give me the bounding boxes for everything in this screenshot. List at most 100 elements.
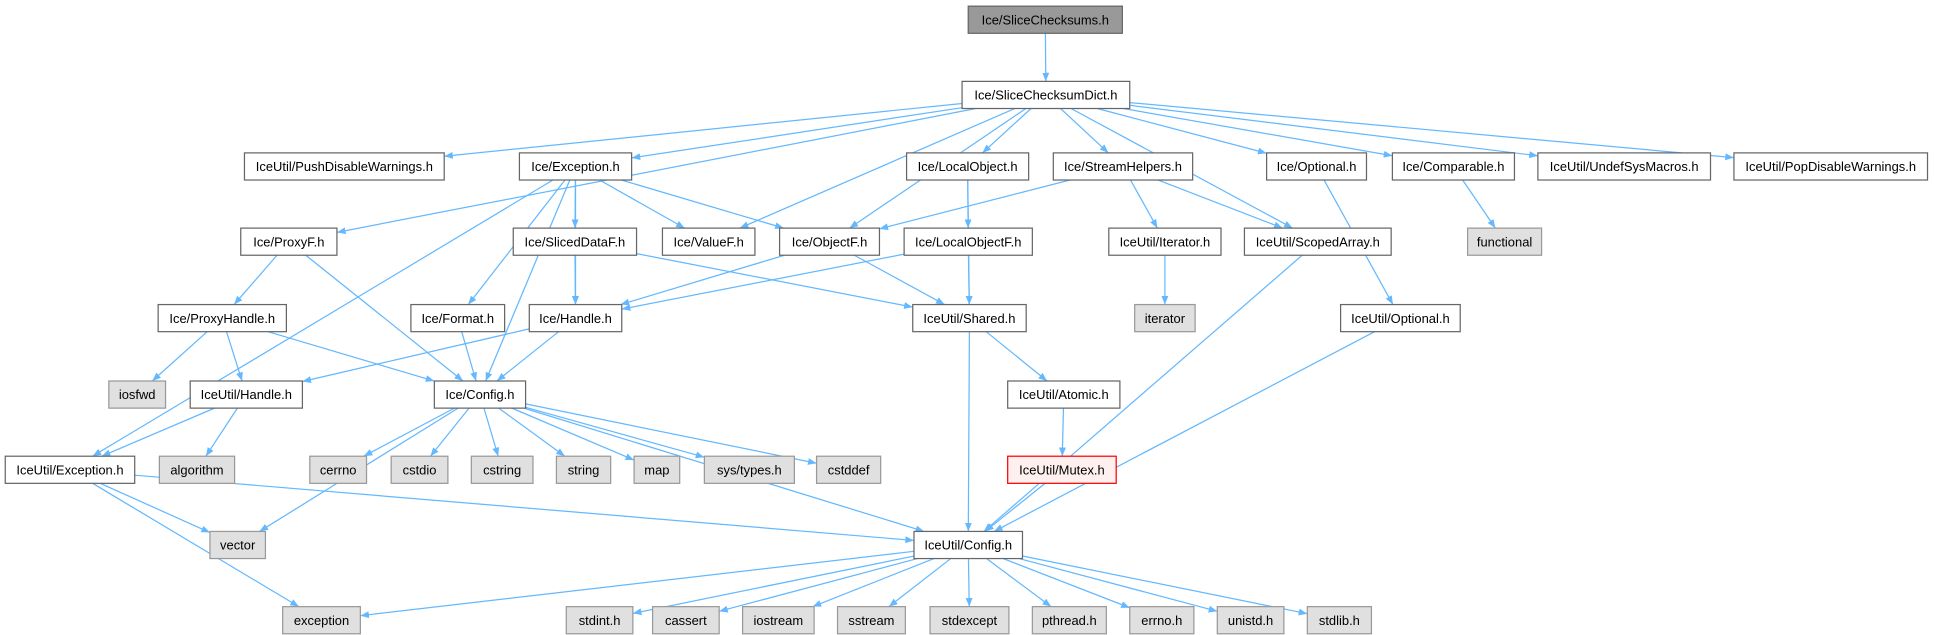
node-label: Ice/Exception.h [531,159,619,174]
node-functional: functional [1466,227,1543,256]
node-box [240,227,338,256]
edge-iuconfig-to-cassert [719,557,918,613]
node-label: IceUtil/Mutex.h [1019,462,1105,477]
node-vector: vector [209,530,267,560]
edge-proxyhandle-to-config [267,331,435,382]
node-box [1339,303,1461,333]
edge-scopedarray-to-iuconfig [983,254,1303,532]
node-label: Ice/LocalObjectF.h [915,234,1021,249]
node-pushdis[interactable]: IceUtil/PushDisableWarnings.h [243,152,445,181]
edge-config-to-systypes [525,406,705,459]
edge-iuconfig-to-iostream [812,557,935,608]
node-iuexception[interactable]: IceUtil/Exception.h [4,455,136,484]
node-checksums[interactable]: Ice/SliceChecksums.h [967,5,1123,34]
node-undefsys[interactable]: IceUtil/UndefSysMacros.h [1537,152,1712,181]
node-label: cstddef [828,462,870,477]
node-popdis[interactable]: IceUtil/PopDisableWarnings.h [1733,152,1929,181]
edges-layer [92,33,1734,619]
node-handle[interactable]: Ice/Handle.h [528,303,623,333]
edge-config-to-cerrno [363,407,455,457]
node-cstddef: cstddef [815,455,882,484]
edge-localobjectf-to-shared [965,255,973,305]
edge-localobjectf-to-handle [621,253,905,311]
node-exceptionstd: exception [282,606,361,635]
edge-handle-to-config [496,331,559,382]
node-box [1391,152,1516,181]
edge-exception-to-iuexception [92,179,554,457]
edge-format-to-config [461,331,477,382]
node-proxyhandle[interactable]: Ice/ProxyHandle.h [157,303,287,333]
node-label: IceUtil/PushDisableWarnings.h [256,159,433,174]
node-sliceddataf[interactable]: Ice/SlicedDataF.h [512,227,638,256]
node-label: IceUtil/Iterator.h [1120,234,1211,249]
node-sstream: sstream [836,606,906,635]
node-iuoptional[interactable]: IceUtil/Optional.h [1339,303,1461,333]
node-exception[interactable]: Ice/Exception.h [518,152,633,181]
node-box [815,455,882,484]
node-label: stdint.h [579,613,621,628]
node-shared[interactable]: IceUtil/Shared.h [912,303,1027,333]
node-iterator_h[interactable]: IceUtil/Iterator.h [1108,227,1222,256]
node-unistd: unistd.h [1216,606,1285,635]
node-box [903,227,1033,256]
node-label: Ice/LocalObject.h [918,159,1018,174]
node-iuhandle[interactable]: IceUtil/Handle.h [189,380,304,409]
edge-dict-to-streamhelpers [1060,108,1109,154]
node-comparable[interactable]: Ice/Comparable.h [1391,152,1516,181]
node-box [528,303,623,333]
node-objectf[interactable]: Ice/ObjectF.h [778,227,881,256]
node-errno: errno.h [1129,606,1195,635]
node-box [282,606,361,635]
node-proxyf[interactable]: Ice/ProxyF.h [240,227,338,256]
node-label: IceUtil/Handle.h [201,387,292,402]
node-box [390,455,449,484]
node-label: IceUtil/Exception.h [16,462,123,477]
node-dict[interactable]: Ice/SliceChecksumDict.h [961,80,1131,110]
node-box [1733,152,1929,181]
node-format[interactable]: Ice/Format.h [410,303,506,333]
node-streamhelpers[interactable]: Ice/StreamHelpers.h [1052,152,1194,181]
node-box [961,80,1131,110]
node-label: string [568,462,600,477]
node-label: IceUtil/Shared.h [923,311,1015,326]
node-box [778,227,881,256]
edge-exception-to-config [485,179,571,382]
edge-dict-to-pushdis [444,102,963,159]
node-label: functional [1477,234,1533,249]
node-stdexcept: stdexcept [929,606,1010,635]
node-box [912,303,1027,333]
edge-exception-to-valuef [599,179,685,229]
node-box [929,606,1010,635]
edge-proxyf-to-config [305,254,464,382]
node-valuef[interactable]: Ice/ValueF.h [661,227,756,256]
node-box [470,455,534,484]
node-box [661,227,756,256]
edge-dict-to-exception [631,107,963,161]
node-iuconfig[interactable]: IceUtil/Config.h [913,530,1024,560]
edge-iuexception-to-iuconfig [134,474,915,544]
node-box [512,227,638,256]
edge-iuconfig-to-stdint [632,555,915,616]
node-label: Ice/ProxyHandle.h [169,311,275,326]
node-mutex[interactable]: IceUtil/Mutex.h [1007,455,1117,484]
node-label: stdlib.h [1319,613,1360,628]
node-label: iterator [1145,311,1186,326]
node-atomic[interactable]: IceUtil/Atomic.h [1007,380,1121,409]
node-optional[interactable]: Ice/Optional.h [1266,152,1368,181]
node-box [555,455,612,484]
node-box [410,303,506,333]
node-box [1216,606,1285,635]
node-box [209,530,267,560]
node-localobject[interactable]: Ice/LocalObject.h [905,152,1030,181]
node-localobjectf[interactable]: Ice/LocalObjectF.h [903,227,1033,256]
node-config[interactable]: Ice/Config.h [433,380,527,409]
node-scopedarray[interactable]: IceUtil/ScopedArray.h [1243,227,1392,256]
node-box [633,455,681,484]
node-box [836,606,906,635]
edge-iuhandle-to-algorithm [205,407,238,457]
node-box [1537,152,1712,181]
node-stdlib: stdlib.h [1306,606,1373,635]
node-label: IceUtil/UndefSysMacros.h [1550,159,1699,174]
edge-comparable-to-functional [1462,179,1496,229]
edge-config-to-map [511,407,635,461]
